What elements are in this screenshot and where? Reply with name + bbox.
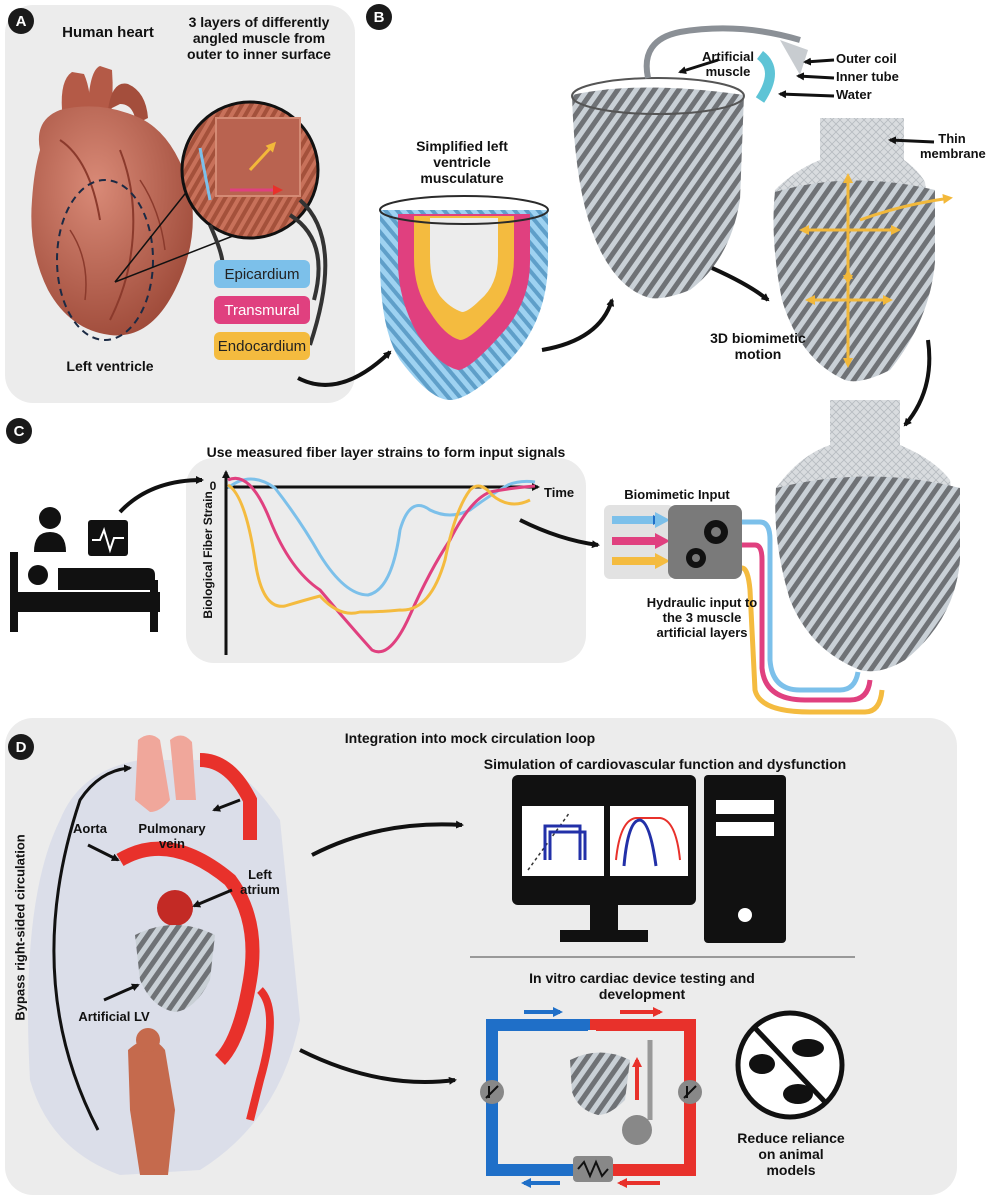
computer-monitor: [512, 775, 786, 943]
human-heart-illustration: [31, 66, 193, 336]
outer-coil-label: Outer coil: [836, 51, 897, 66]
panel-c-title: Use measured fiber layer strains to form…: [206, 444, 566, 460]
panel-a-badge: A: [8, 8, 34, 34]
motion-caption: 3D biomimetic motion: [710, 330, 806, 363]
transmural-strain-curve: [227, 477, 536, 654]
artificial-muscle-label: Artificial muscle: [701, 49, 754, 79]
biomimetic-motion-model: [773, 118, 953, 382]
aorta-label: Aorta: [73, 821, 107, 836]
artificial-muscle-cup: [571, 77, 745, 299]
strain-plot: [222, 470, 540, 655]
heart-monitor-icon: [88, 520, 128, 556]
reduce-reliance-caption: Reduce reliance on animal models: [737, 1130, 845, 1179]
human-heart-title: Human heart: [62, 24, 154, 41]
y-axis-label: Biological Fiber Strain: [201, 491, 216, 619]
panel-d-badge: D: [8, 734, 34, 760]
in-vitro-caption: In vitro cardiac device testing and deve…: [529, 970, 755, 1003]
no-animals-icon: [735, 1010, 845, 1120]
layers-caption: 3 layers of differently angled muscle fr…: [187, 14, 331, 63]
inner-tube-label: Inner tube: [836, 69, 899, 84]
transmural-pill: Transmural: [214, 296, 310, 324]
hydraulic-caption: Hydraulic input to the 3 muscle artifici…: [646, 595, 758, 640]
endocardium-strain-curve: [227, 483, 531, 615]
left-ventricle-outline: [56, 179, 154, 341]
water-label: Water: [836, 87, 872, 102]
pulmonary-vein-label: Pulmonary vein: [138, 821, 206, 851]
epicardium-strain-curve: [227, 477, 536, 597]
biomimetic-input-label: Biomimetic Input: [624, 487, 730, 502]
simplified-lv-caption: Simplified left ventricle musculature: [416, 138, 508, 187]
mock-loop-diagram: [480, 1007, 702, 1188]
time-axis-label: Time: [544, 485, 575, 500]
bypass-label: Bypass right-sided circulation: [12, 834, 28, 1021]
left-atrium-label: Left atrium: [240, 867, 280, 897]
panel-c-badge: C: [6, 418, 32, 444]
patient-icon: [10, 507, 160, 632]
thin-membrane-label: Thin membrane: [920, 131, 986, 161]
panel-d-title: Integration into mock circulation loop: [344, 730, 596, 746]
epicardium-pill: Epicardium: [214, 260, 310, 288]
panel-b-badge: B: [366, 4, 392, 30]
panel-c-plot-background: [186, 458, 586, 663]
simplified-lv-model: [379, 195, 549, 400]
circulation-illustration: [28, 735, 300, 1175]
zero-tick-label: 0: [209, 479, 217, 493]
artificial-lv-model: [775, 400, 960, 672]
simulation-caption: Simulation of cardiovascular function an…: [483, 756, 847, 772]
endocardium-pill: Endocardium: [214, 332, 310, 360]
biomimetic-input-box: [604, 505, 742, 579]
artificial-lv-label: Artificial LV: [78, 1009, 150, 1024]
left-ventricle-label: Left ventricle: [66, 358, 154, 374]
muscle-layers-zoom: [180, 100, 320, 240]
